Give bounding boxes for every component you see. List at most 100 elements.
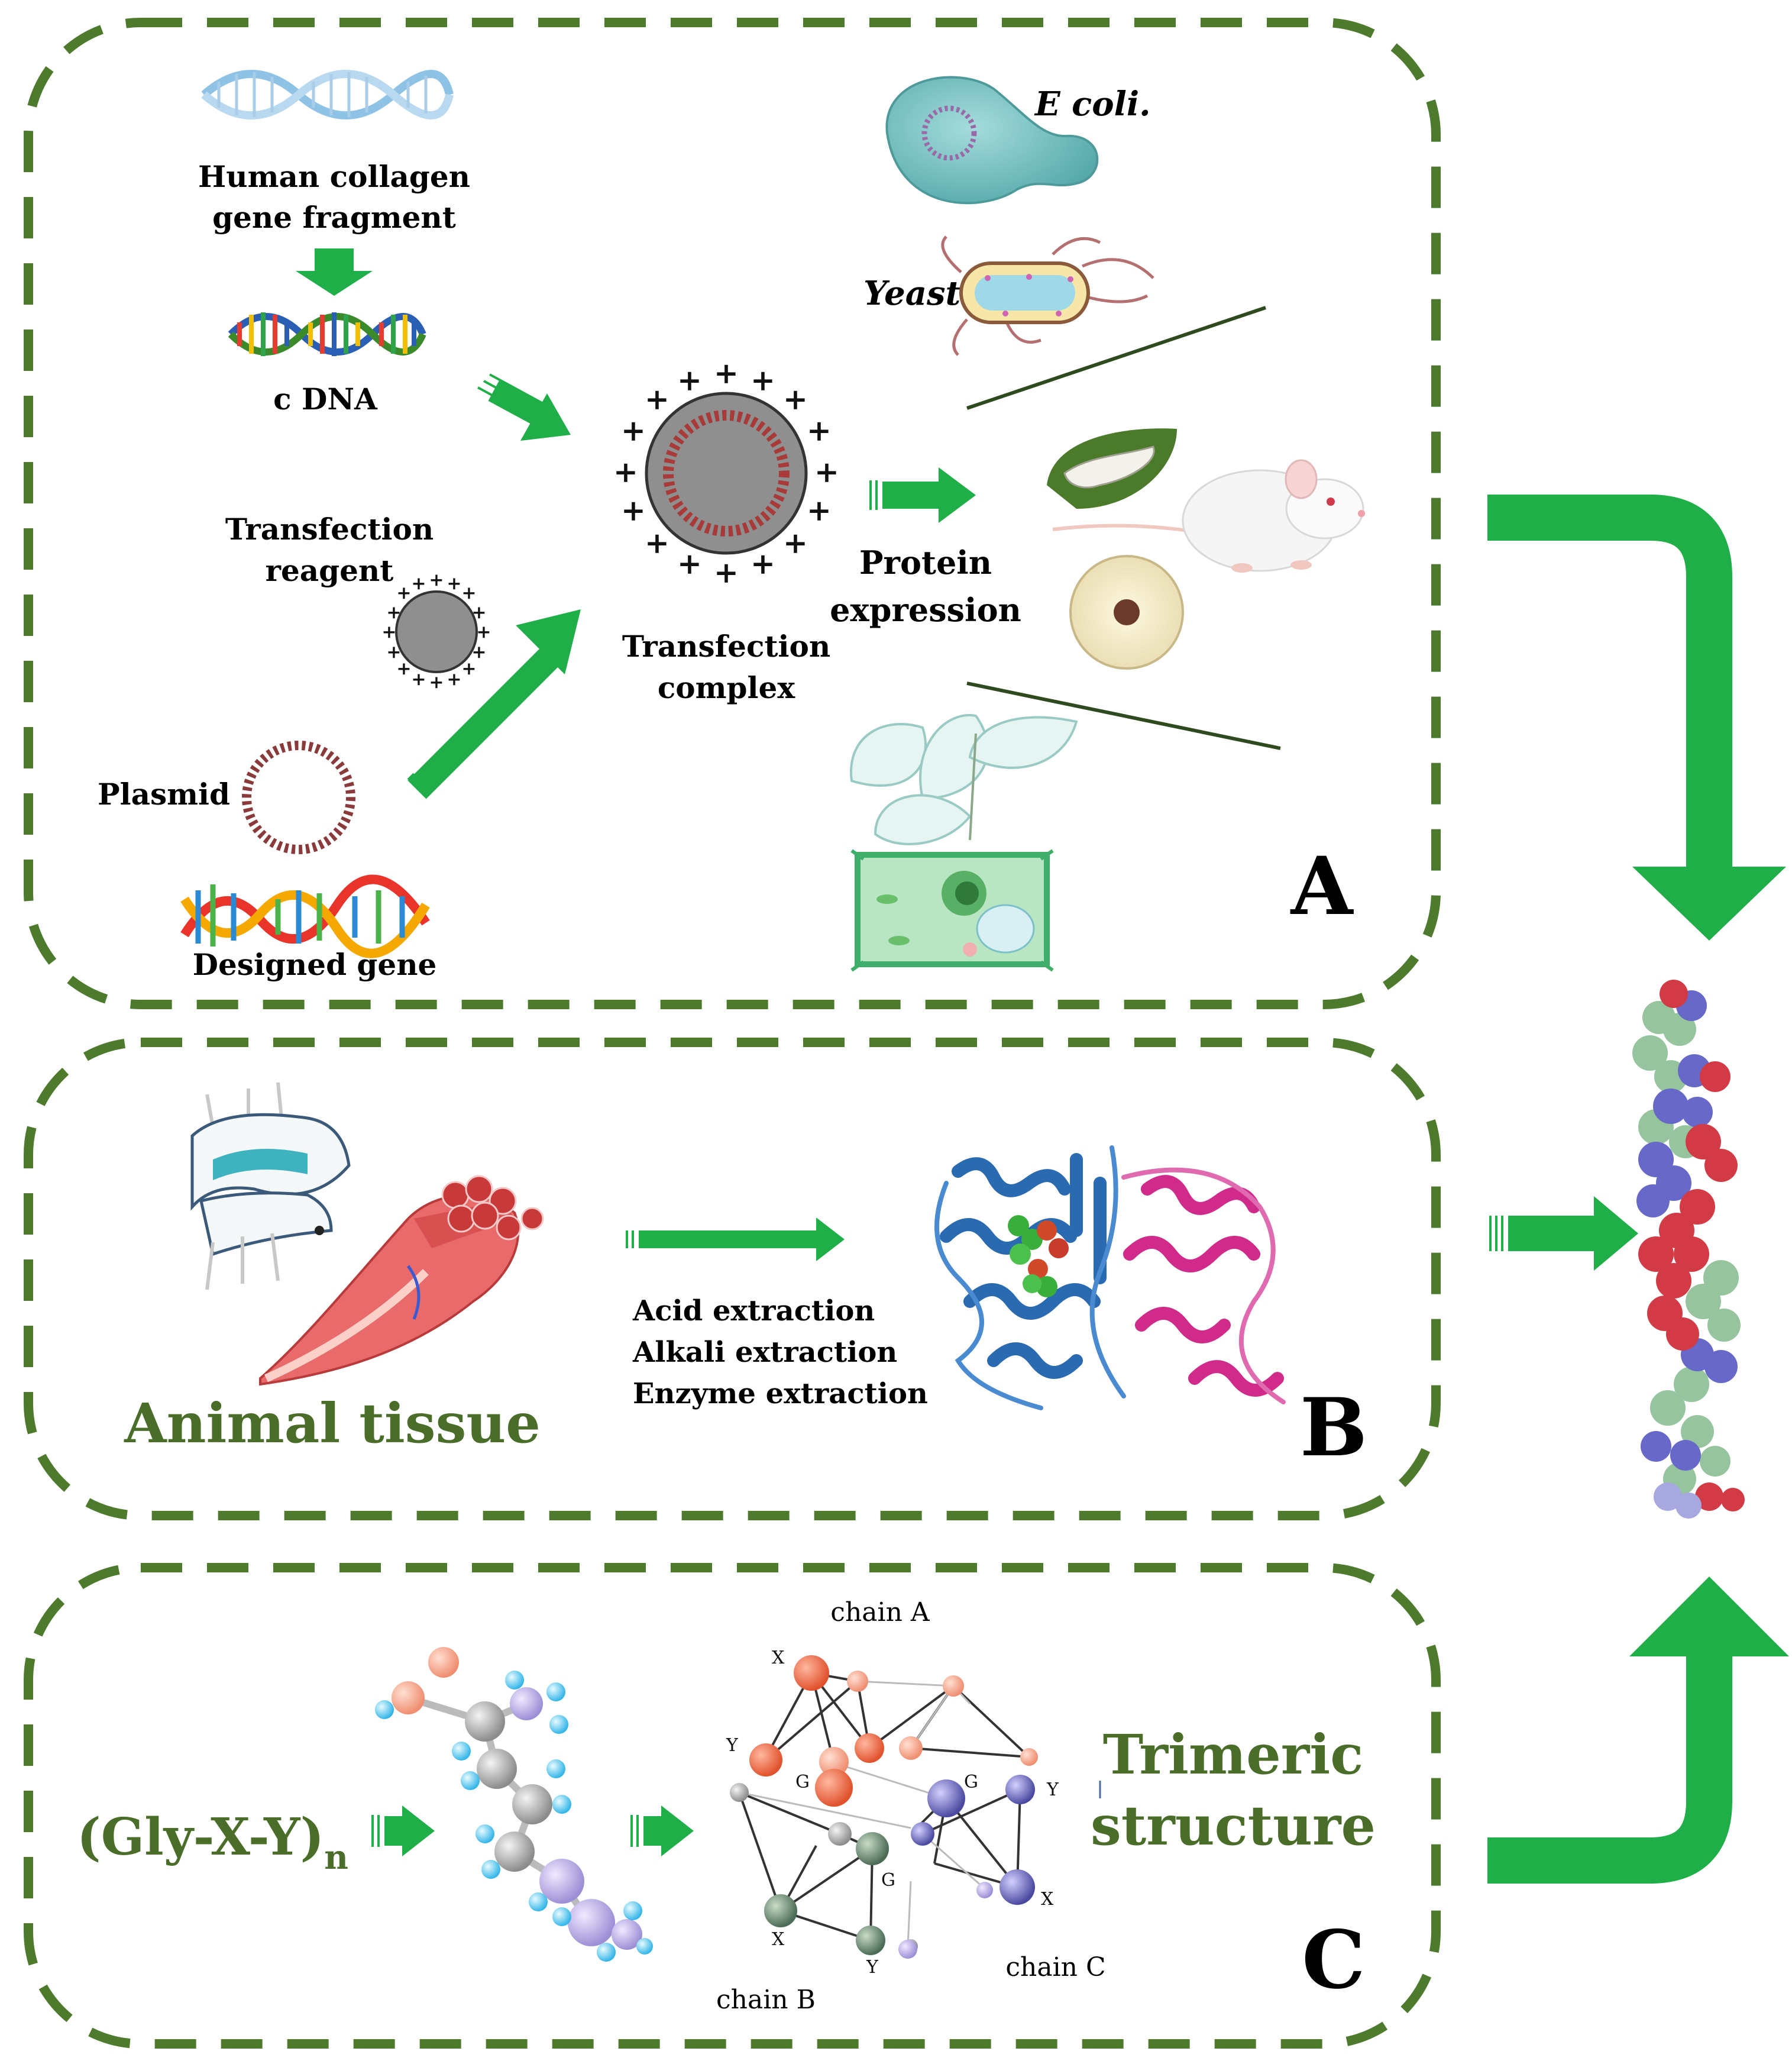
animal-tissue-label: Animal tissue — [124, 1391, 541, 1455]
chain-c-label: chain C — [1005, 1952, 1105, 1982]
svg-text:+: + — [381, 622, 396, 642]
svg-text:+: + — [411, 573, 426, 594]
svg-text:+: + — [814, 454, 839, 489]
svg-text:+: + — [461, 583, 476, 603]
plasmid-ring-icon — [242, 741, 355, 854]
svg-text:+: + — [751, 546, 775, 581]
svg-text:+: + — [677, 363, 702, 398]
svg-text:+: + — [621, 413, 646, 448]
plant-leaves-icon — [850, 713, 1078, 845]
arrow-molecule-to-trimer — [630, 1805, 694, 1856]
node-label-c-g: G — [964, 1772, 978, 1792]
svg-text:+: + — [677, 546, 702, 581]
curved-arrow-top-head — [1632, 867, 1786, 941]
arrow-extraction — [626, 1217, 845, 1261]
mouse-icon — [1052, 459, 1365, 573]
transfection-complex-label-1: Transfection — [622, 629, 830, 664]
joint-icon — [190, 1082, 351, 1290]
extraction-method-1: Acid extraction — [632, 1294, 875, 1327]
svg-text:+: + — [429, 672, 444, 693]
fan-line-bottom — [966, 681, 1281, 750]
trimer-network-icon — [730, 1655, 1101, 1959]
chain-b-label: chain B — [716, 1985, 816, 2015]
svg-text:+: + — [807, 493, 832, 528]
transfection-reagent-icon: ++++ ++++ ++++ ++++ — [381, 570, 491, 693]
yeast-label: Yeast — [863, 274, 961, 313]
svg-text:+: + — [411, 669, 426, 690]
trimeric-structure-label-1: Trimeric — [1103, 1723, 1364, 1787]
svg-text:+: + — [807, 413, 832, 448]
svg-text:+: + — [645, 382, 669, 416]
node-label-c-y: Y — [1046, 1779, 1059, 1800]
svg-text:+: + — [783, 382, 808, 416]
designed-gene-helix-icon — [180, 874, 430, 958]
human-collagen-label-1: Human collagen — [198, 159, 470, 194]
designed-gene-label: Designed gene — [193, 947, 437, 982]
svg-text:+: + — [447, 669, 461, 690]
human-collagen-label-2: gene fragment — [212, 200, 456, 235]
plant-cell-icon — [850, 849, 1054, 972]
gly-x-y-formula: (Gly-X-Y)n — [77, 1807, 348, 1877]
svg-text:+: + — [386, 642, 401, 663]
svg-text:+: + — [471, 602, 486, 623]
protein-expression-label-2: expression — [830, 591, 1021, 629]
panel-c-frame — [24, 1563, 1441, 2049]
svg-text:+: + — [783, 525, 808, 560]
panel-a-frame — [24, 18, 1441, 1009]
curved-arrow-bottom-head — [1629, 1577, 1789, 1656]
cdna-helix-icon — [228, 312, 426, 356]
ligand-spheres-icon — [1008, 1215, 1069, 1297]
svg-text:+: + — [447, 573, 461, 594]
svg-text:+: + — [613, 454, 638, 489]
fan-line-top — [966, 306, 1266, 410]
muscle-icon — [259, 1175, 544, 1386]
ball-stick-molecule-icon — [375, 1647, 653, 1962]
svg-text:+: + — [645, 525, 669, 560]
ecoli-label: E coli. — [1034, 85, 1151, 124]
node-label-b-x: X — [772, 1929, 785, 1950]
node-label-a-g: G — [795, 1772, 810, 1792]
transfection-reagent-label-2: reagent — [266, 553, 394, 588]
svg-text:+: + — [751, 363, 775, 398]
svg-text:+: + — [396, 583, 411, 603]
svg-text:+: + — [471, 642, 486, 663]
panel-a-letter: A — [1290, 839, 1354, 933]
dna-helix-icon — [201, 70, 454, 119]
curved-arrow-bottom — [1487, 1656, 1732, 1884]
svg-text:+: + — [386, 602, 401, 623]
node-label-a-x: X — [772, 1648, 785, 1668]
node-label-a-y: Y — [726, 1735, 739, 1756]
transfection-complex-label-2: complex — [658, 670, 795, 705]
panel-c-letter: C — [1302, 1913, 1365, 2007]
svg-text:+: + — [714, 555, 739, 590]
node-label-c-x: X — [1041, 1889, 1054, 1910]
extraction-method-2: Alkali extraction — [632, 1336, 897, 1369]
collagen-triple-helix-icon — [1632, 980, 1745, 1519]
trimeric-structure-label-2: structure — [1091, 1794, 1376, 1858]
transfection-reagent-label-1: Transfection — [225, 512, 434, 547]
down-arrow-icon — [296, 248, 373, 296]
node-label-b-g: G — [881, 1870, 895, 1891]
cdna-label: c DNA — [273, 382, 378, 416]
arrow-plasmid-to-complex — [407, 609, 581, 799]
panel-b-letter: B — [1300, 1380, 1367, 1474]
curved-arrow-top — [1487, 495, 1732, 876]
transfection-complex-icon: ++++ ++++ ++++ ++++ — [613, 356, 839, 590]
gly-x-y-subscript: n — [324, 1838, 348, 1877]
plasmid-label: Plasmid — [98, 777, 230, 812]
svg-text:+: + — [476, 622, 491, 642]
ecoli-cell-icon — [885, 76, 1099, 205]
arrow-panel-b-to-helix — [1489, 1196, 1638, 1271]
protein-expression-label-1: Protein — [859, 544, 992, 582]
egg-cell-icon — [1069, 555, 1184, 670]
chain-a-label: chain A — [830, 1597, 930, 1627]
panel-b-frame — [24, 1038, 1441, 1520]
svg-text:+: + — [396, 658, 411, 679]
extraction-method-3: Enzyme extraction — [633, 1377, 928, 1410]
svg-text:+: + — [429, 570, 444, 590]
node-label-b-y: Y — [866, 1957, 879, 1978]
arrow-protein-expression — [869, 467, 976, 523]
arrow-formula-to-molecule — [371, 1805, 435, 1856]
svg-text:+: + — [621, 493, 646, 528]
